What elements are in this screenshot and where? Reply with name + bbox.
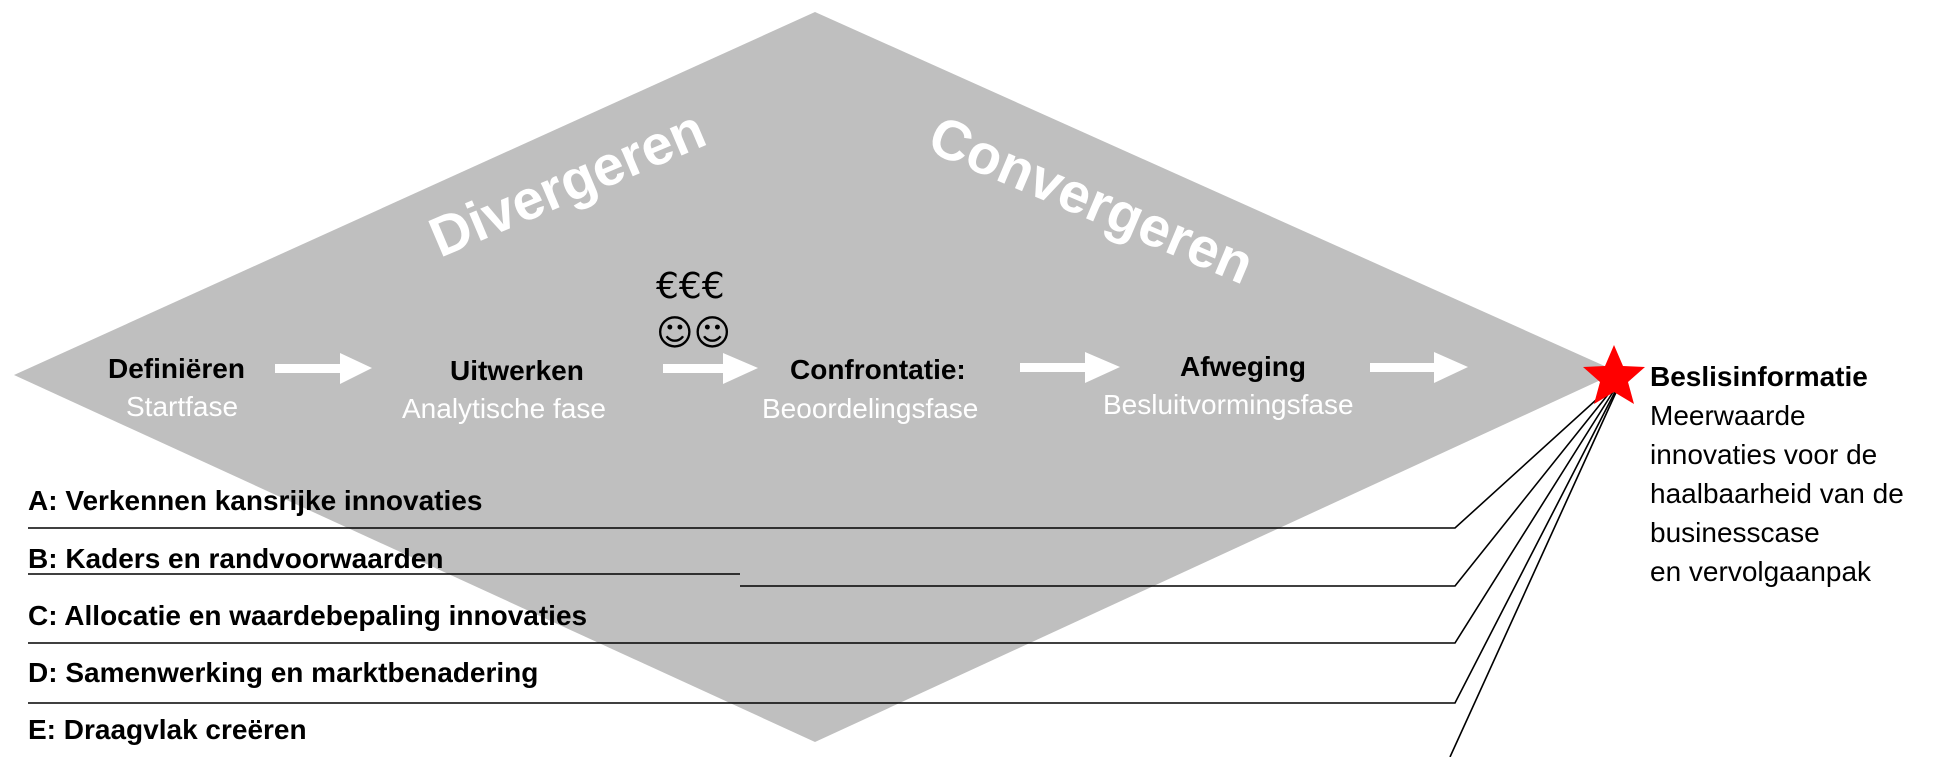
track-label-d: D: Samenwerking en marktbenadering [28, 657, 538, 688]
track-label-a: A: Verkennen kansrijke innovaties [28, 485, 482, 516]
phase-subtitle-analytische-fase: Analytische fase [402, 393, 606, 424]
track-line-c [28, 383, 1619, 644]
star-icon [1583, 345, 1645, 404]
process-diamond [14, 12, 1618, 742]
track-line-a [28, 379, 1619, 529]
phase-title-afweging: Afweging [1180, 351, 1306, 382]
track-label-e: E: Draagvlak creëren [28, 714, 307, 745]
phase-subtitle-beoordelingsfase: Beoordelingsfase [762, 393, 978, 424]
phase-subtitle-besluitvormingsfase: Besluitvormingsfase [1103, 389, 1354, 420]
arrow-right-icon [663, 353, 758, 384]
decision-line: haalbaarheid van de [1650, 478, 1904, 509]
arrow-right-icon [275, 353, 372, 384]
decision-line: en vervolgaanpak [1650, 556, 1872, 587]
track-line-b [740, 381, 1619, 587]
decision-title: Beslisinformatie [1650, 361, 1868, 392]
phase-title-uitwerken: Uitwerken [450, 355, 584, 386]
track-line-e [1449, 387, 1619, 758]
track-line-d [28, 385, 1619, 704]
decision-line: Meerwaarde [1650, 400, 1806, 431]
arrow-right-icon [1370, 352, 1468, 383]
decision-line: businesscase [1650, 517, 1820, 548]
phase-title-definieren: Definiëren [108, 353, 245, 384]
phase-title-confrontatie: Confrontatie: [790, 354, 966, 385]
arrow-right-icon [1020, 352, 1120, 383]
smileys-symbol: ☺☺ [656, 313, 731, 354]
track-label-b: B: Kaders en randvoorwaarden [28, 543, 443, 574]
track-lines [28, 379, 1619, 758]
costs-symbol: €€€ [656, 266, 725, 307]
decision-line: innovaties voor de [1650, 439, 1877, 470]
phase-subtitle-startfase: Startfase [126, 391, 238, 422]
track-label-c: C: Allocatie en waardebepaling innovatie… [28, 600, 587, 631]
